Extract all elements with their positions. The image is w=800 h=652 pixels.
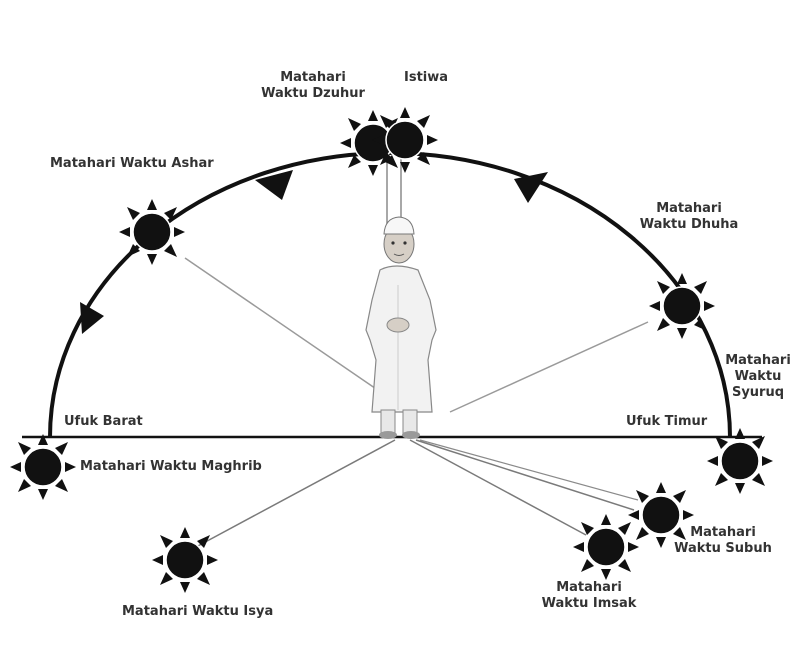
label-dhuha: Matahari Waktu Dhuha: [639, 201, 739, 232]
label-subuh: Matahari Waktu Subuh: [674, 525, 772, 556]
label-ashar: Matahari Waktu Ashar: [50, 156, 214, 171]
sun-icon-dhuha: [648, 272, 716, 340]
label-ufuk-barat: Ufuk Barat: [64, 414, 143, 429]
label-imsak: Matahari Waktu Imsak: [541, 580, 637, 611]
ray-imsak: [409, 439, 587, 536]
sun-icon-imsak: [572, 513, 640, 581]
ray-subuh: [415, 439, 635, 511]
arrow-triangle-icon: [255, 170, 293, 200]
label-syuruq: Matahari Waktu Syuruq: [725, 353, 791, 400]
arrow-triangle-icon: [514, 172, 548, 203]
sun-icon-istiwa: [371, 106, 439, 174]
label-dzuhur: Matahari Waktu Dzuhur: [261, 70, 365, 101]
sun-icon-maghrib: [9, 433, 77, 501]
ray-dhuha: [449, 321, 649, 413]
sun-icon-ashar: [118, 198, 186, 266]
sun-icon-syuruq: [706, 427, 774, 495]
sun-icon-isya: [151, 526, 219, 594]
child-figure-icon: [365, 216, 437, 439]
label-maghrib: Matahari Waktu Maghrib: [80, 459, 262, 474]
label-isya: Matahari Waktu Isya: [122, 604, 274, 619]
ray-ashar: [184, 257, 386, 396]
ray-isya: [195, 439, 396, 548]
ray-subuh-2: [419, 439, 639, 501]
label-ufuk-timur: Ufuk Timur: [626, 414, 708, 429]
arrow-triangle-icon: [80, 302, 104, 334]
label-istiwa: Istiwa: [404, 70, 449, 85]
